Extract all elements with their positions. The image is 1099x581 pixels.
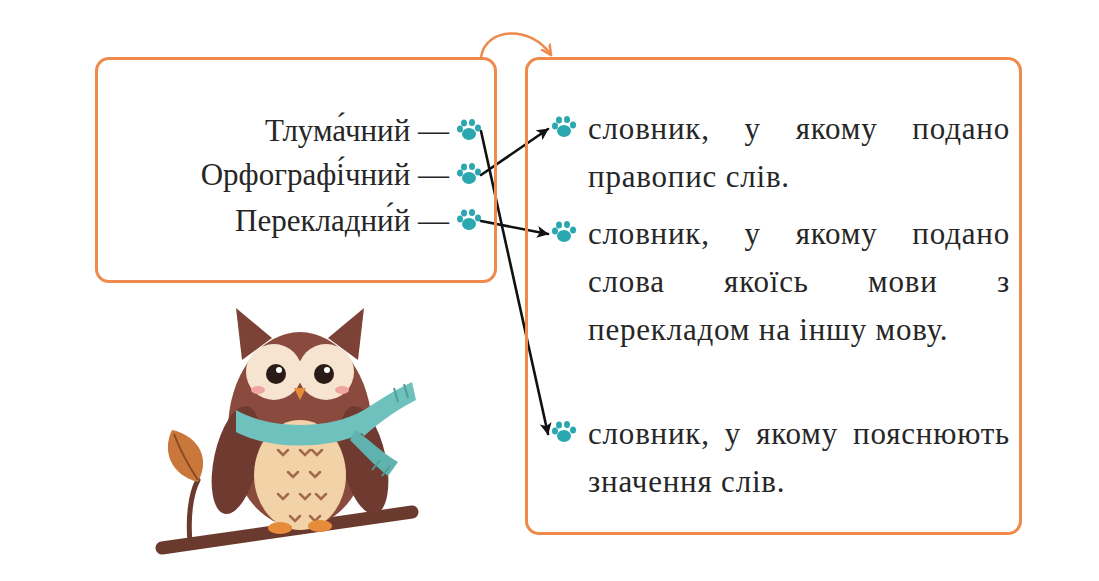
paw-icon [550,116,576,140]
group-box: словник, у якому подано правопис слів.сл… [525,57,1022,535]
paw-icon [550,421,576,445]
group-box: Тлума́чний —Орфографі́чний — Перекладни́й… [95,57,497,283]
paw-icon [455,163,481,187]
term-label: Орфографі́чний — [201,155,449,195]
curved-arrow [481,33,551,57]
paw-icon [550,221,576,245]
match-arrow [481,221,548,234]
definition-item: словник, у якому подано правопис слів. [548,105,1010,201]
owl-illustration [150,290,420,570]
definition-item: словник, у якому подано слова якоїсь мов… [548,210,1010,354]
definition-text: словник, у якому пояснюють значення слів… [588,410,1010,506]
definition-text: словник, у якому подано правопис слів. [588,105,1010,201]
paw-icon [455,209,481,233]
term-item: Перекладни́й — [235,201,481,241]
match-arrow [481,131,548,434]
term-label: Перекладни́й — [235,201,449,241]
term-label: Тлума́чний — [265,111,449,151]
paw-icon [455,119,481,143]
definition-text: словник, у якому подано слова якоїсь мов… [588,210,1010,354]
term-item: Орфографі́чний — [201,155,481,195]
definition-item: словник, у якому пояснюють значення слів… [548,410,1010,506]
term-item: Тлума́чний — [265,111,481,151]
match-arrow [481,129,548,175]
